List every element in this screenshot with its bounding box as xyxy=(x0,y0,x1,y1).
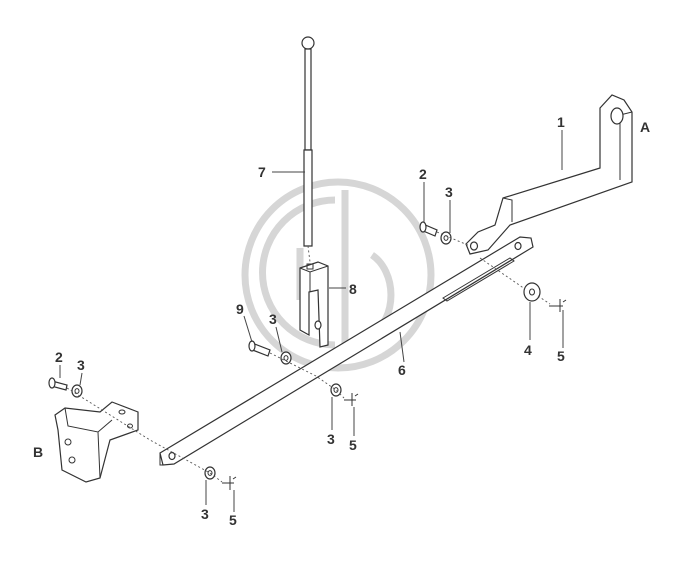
cotter-pin-part xyxy=(549,299,567,312)
pin-part-left xyxy=(48,377,68,391)
large-washer-part xyxy=(523,282,541,302)
assembly-centerlines xyxy=(66,231,551,483)
callout-9: 9 xyxy=(236,301,244,317)
arm-bracket-part xyxy=(465,94,633,255)
callout-3-left: 3 xyxy=(77,357,85,373)
block-bracket-part xyxy=(299,261,329,348)
callout-3-center: 3 xyxy=(327,431,335,447)
washer-part-center xyxy=(330,383,342,397)
mount-bracket-part xyxy=(54,401,139,483)
callout-2-top: 2 xyxy=(419,166,427,182)
callout-3-mid: 3 xyxy=(269,311,277,327)
washer-part xyxy=(440,231,452,245)
rod-part xyxy=(301,36,315,247)
company-logo-icon xyxy=(241,178,435,372)
washer-part-mid xyxy=(280,351,292,365)
callout-5-bottom: 5 xyxy=(229,512,237,528)
pin-part xyxy=(419,221,438,237)
cotter-pin-part-bottom xyxy=(222,476,237,490)
washer-part-bottom xyxy=(204,466,216,480)
callout-A: A xyxy=(640,119,650,135)
callout-4: 4 xyxy=(524,342,532,358)
callout-2-left: 2 xyxy=(55,349,63,365)
washer-part-left xyxy=(71,384,83,398)
callout-5-right: 5 xyxy=(557,348,565,364)
callout-3-bottom: 3 xyxy=(201,506,209,522)
callout-1: 1 xyxy=(557,114,565,130)
pin-part-9 xyxy=(248,340,271,357)
cotter-pin-part-center xyxy=(344,393,359,406)
callout-3-top: 3 xyxy=(445,184,453,200)
callout-7: 7 xyxy=(258,164,266,180)
callout-6: 6 xyxy=(398,362,406,378)
callout-8: 8 xyxy=(349,281,357,297)
callout-B: B xyxy=(33,444,43,460)
leader-lines xyxy=(59,130,564,512)
callout-5-center: 5 xyxy=(349,437,357,453)
callout-labels: 1 A 2 3 7 8 4 5 9 3 6 2 3 B 3 5 3 5 xyxy=(33,114,650,528)
slotted-bar-part xyxy=(159,236,534,466)
